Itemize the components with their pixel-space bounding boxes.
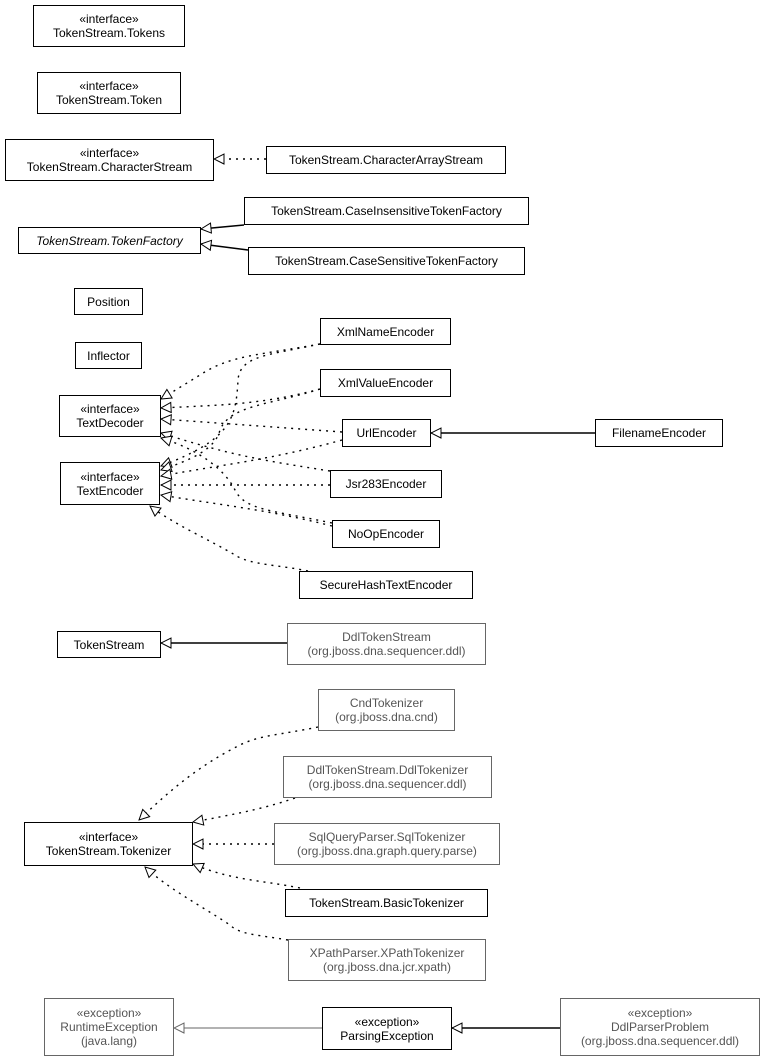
package-name: (org.jboss.dna.jcr.xpath) [322, 960, 452, 974]
class-name: TokenStream.TokenFactory [36, 233, 183, 248]
class-name: XmlNameEncoder [336, 324, 435, 339]
node-xmlvalueencoder[interactable]: XmlValueEncoder [320, 369, 451, 397]
class-name: CndTokenizer [349, 696, 424, 710]
node-runtimeexception[interactable]: «exception» RuntimeException (java.lang) [44, 998, 174, 1056]
class-name: XPathParser.XPathTokenizer [309, 946, 465, 960]
package-name: (org.jboss.dna.sequencer.ddl) [308, 777, 467, 791]
stereotype-label: «interface» [79, 79, 139, 93]
edge-jsr283-textdecoder [161, 433, 331, 472]
node-casesensitivetokenfactory[interactable]: TokenStream.CaseSensitiveTokenFactory [248, 247, 525, 275]
class-name: Inflector [87, 348, 130, 363]
node-xpathtokenizer[interactable]: XPathParser.XPathTokenizer (org.jboss.dn… [288, 939, 486, 981]
node-urlencoder[interactable]: UrlEncoder [342, 419, 431, 447]
class-name: Jsr283Encoder [345, 477, 427, 491]
stereotype-label: «interface» [80, 402, 140, 416]
class-name: XmlValueEncoder [337, 376, 434, 390]
class-name: TokenStream.BasicTokenizer [309, 896, 464, 910]
node-tokenstream-token[interactable]: «interface» TokenStream.Token [37, 72, 181, 114]
class-name: RuntimeException [60, 1020, 158, 1034]
node-tokenstream[interactable]: TokenStream [57, 631, 161, 658]
node-textencoder[interactable]: «interface» TextEncoder [60, 462, 160, 505]
stereotype-label: «interface» [79, 12, 139, 26]
edge-xmlname-textdecoder [161, 343, 321, 400]
class-name: SecureHashTextEncoder [319, 578, 453, 592]
class-name: DdlParserProblem [610, 1020, 710, 1034]
class-name: Position [87, 294, 130, 309]
class-name: UrlEncoder [356, 426, 417, 440]
class-name: TokenStream.CaseInsensitiveTokenFactory [271, 204, 502, 218]
class-name: TokenStream.CharacterStream [26, 160, 193, 174]
class-name: DdlTokenStream.DdlTokenizer [306, 763, 469, 777]
class-name: TokenStream.CharacterArrayStream [288, 153, 484, 167]
node-tokenizer[interactable]: «interface» TokenStream.Tokenizer [24, 822, 193, 866]
edge-xmlvalue-textdecoder [161, 388, 321, 408]
node-inflector[interactable]: Inflector [75, 342, 142, 369]
class-name: TokenStream.Tokens [52, 26, 166, 40]
node-cndtokenizer[interactable]: CndTokenizer (org.jboss.dna.cnd) [318, 689, 455, 731]
class-name: TokenStream.Token [55, 93, 163, 107]
class-name: TokenStream [73, 637, 145, 652]
node-tokenstream-tokenfactory[interactable]: TokenStream.TokenFactory [18, 227, 201, 254]
stereotype-label: «exception» [627, 1006, 693, 1020]
edge-xmlvalue-textencoder [161, 388, 321, 470]
node-noopencoder[interactable]: NoOpEncoder [332, 520, 440, 548]
edge-xpathtok-tokenizer [145, 867, 289, 941]
node-jsr283encoder[interactable]: Jsr283Encoder [330, 470, 442, 498]
node-tokenstream-characterarraystream[interactable]: TokenStream.CharacterArrayStream [266, 146, 506, 174]
stereotype-label: «interface» [80, 469, 140, 484]
package-name: (org.jboss.dna.sequencer.ddl) [307, 644, 466, 658]
package-name: (org.jboss.dna.sequencer.ddl) [580, 1034, 740, 1048]
edge-noop-textdecoder [161, 438, 333, 524]
class-name: TokenStream.Tokenizer [45, 844, 172, 858]
edge-urlencoder-textencoder [161, 439, 343, 476]
edge-xmlname-textencoder [161, 343, 321, 466]
stereotype-label: «interface» [79, 146, 140, 160]
node-parsingexception[interactable]: «exception» ParsingException [322, 1007, 452, 1050]
edge-casesensitive-tokenfactory [201, 244, 249, 250]
edge-securehash-textencoder [150, 506, 309, 572]
package-name: (java.lang) [80, 1034, 138, 1048]
node-basictokenizer[interactable]: TokenStream.BasicTokenizer [285, 889, 488, 917]
node-tokenstream-characterstream[interactable]: «interface» TokenStream.CharacterStream [5, 139, 214, 181]
package-name: (org.jboss.dna.cnd) [335, 710, 438, 724]
node-xmlnameencoder[interactable]: XmlNameEncoder [320, 318, 451, 345]
edge-ddltok-tokenizer [193, 797, 296, 822]
edge-caseinsensitive-tokenfactory [201, 225, 245, 229]
node-filenameencoder[interactable]: FilenameEncoder [595, 419, 723, 447]
node-ddltokenizer[interactable]: DdlTokenStream.DdlTokenizer (org.jboss.d… [283, 756, 492, 798]
node-position[interactable]: Position [74, 288, 143, 315]
edge-noop-textencoder [161, 495, 333, 527]
edge-urlencoder-textdecoder [161, 419, 343, 433]
class-name: TextEncoder [76, 483, 144, 498]
class-name: FilenameEncoder [611, 426, 707, 440]
node-ddlparserproblem[interactable]: «exception» DdlParserProblem (org.jboss.… [560, 998, 760, 1056]
class-name: TokenStream.CaseSensitiveTokenFactory [275, 254, 498, 268]
node-caseinsensitivetokenfactory[interactable]: TokenStream.CaseInsensitiveTokenFactory [244, 197, 529, 225]
class-name: ParsingException [340, 1028, 434, 1043]
class-name: SqlQueryParser.SqlTokenizer [308, 830, 466, 844]
node-securehashtextencoder[interactable]: SecureHashTextEncoder [299, 571, 473, 599]
edge-basictok-tokenizer [193, 864, 301, 889]
class-name: TextDecoder [76, 416, 144, 430]
stereotype-label: «exception» [354, 1014, 420, 1029]
package-name: (org.jboss.dna.graph.query.parse) [297, 844, 477, 858]
class-name: DdlTokenStream [342, 630, 431, 644]
node-textdecoder[interactable]: «interface» TextDecoder [59, 395, 161, 437]
stereotype-label: «exception» [76, 1006, 142, 1020]
node-sqltokenizer[interactable]: SqlQueryParser.SqlTokenizer (org.jboss.d… [274, 823, 500, 865]
stereotype-label: «interface» [78, 830, 139, 844]
node-tokenstream-tokens[interactable]: «interface» TokenStream.Tokens [33, 5, 185, 47]
class-name: NoOpEncoder [347, 527, 425, 541]
node-ddltokenstream[interactable]: DdlTokenStream (org.jboss.dna.sequencer.… [287, 623, 486, 665]
